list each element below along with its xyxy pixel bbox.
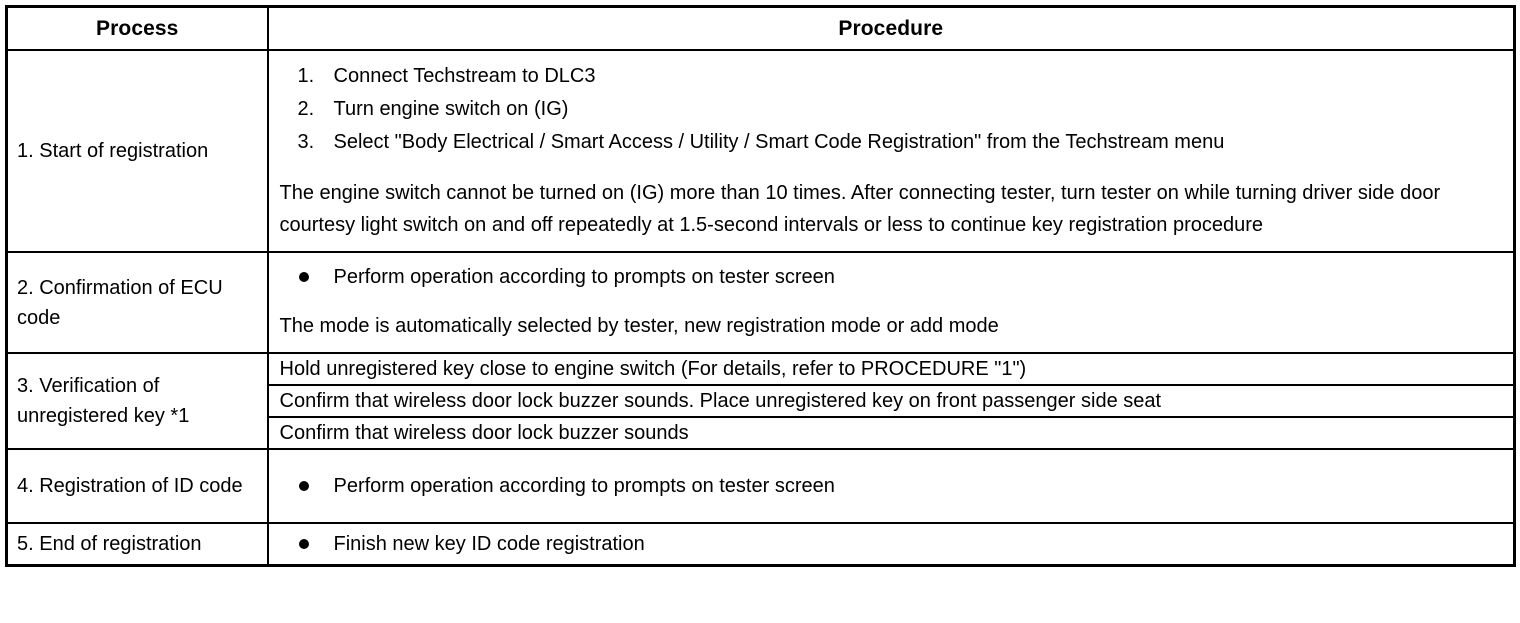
list-item-text: Finish new key ID code registration <box>333 533 645 555</box>
procedure-note: The engine switch cannot be turned on (I… <box>279 182 1441 236</box>
process-cell-4: 4. Registration of ID code <box>5 448 269 524</box>
list-item: Perform operation according to prompts o… <box>280 471 1504 501</box>
table-row: Confirm that wireless door lock buzzer s… <box>268 417 1513 448</box>
bullet-icon <box>298 539 309 549</box>
procedure-cell-4: Perform operation according to prompts o… <box>266 448 1516 524</box>
list-item-text: Turn engine switch on (IG) <box>333 98 569 120</box>
procedure-cell-3: Hold unregistered key close to engine sw… <box>266 352 1516 450</box>
bullet-icon <box>298 272 309 282</box>
table-row: 4. Registration of ID code Perform opera… <box>5 448 1516 524</box>
list-item: Perform operation according to prompts o… <box>280 262 1504 292</box>
numbered-step-list: 1. Connect Techstream to DLC3 2. Turn en… <box>280 60 1504 159</box>
table-row: 3. Verification of unregistered key *1 H… <box>5 352 1516 450</box>
subrow-text: Confirm that wireless door lock buzzer s… <box>268 417 1513 448</box>
list-item-text: Connect Techstream to DLC3 <box>333 65 596 87</box>
process-cell-2: 2. Confirmation of ECU code <box>5 251 269 354</box>
list-item-text: Select "Body Electrical / Smart Access /… <box>333 131 1225 153</box>
document-page: Process Procedure 1. Start of registrati… <box>0 5 1520 623</box>
table-row: 5. End of registration Finish new key ID… <box>5 522 1516 567</box>
table-row: 2. Confirmation of ECU code Perform oper… <box>5 251 1516 354</box>
procedure-cell-5: Finish new key ID code registration <box>266 522 1516 567</box>
procedure-cell-1: 1. Connect Techstream to DLC3 2. Turn en… <box>266 49 1516 253</box>
process-cell-5: 5. End of registration <box>5 522 269 567</box>
key-registration-procedure-table: Process Procedure 1. Start of registrati… <box>5 5 1516 567</box>
bullet-step-list: Perform operation according to prompts o… <box>280 471 1504 501</box>
procedure-cell-2: Perform operation according to prompts o… <box>266 251 1516 354</box>
list-item-number: 3. <box>297 131 315 153</box>
list-item: 1. Connect Techstream to DLC3 <box>280 60 1504 93</box>
bullet-step-list: Perform operation according to prompts o… <box>280 262 1504 292</box>
column-header-procedure: Procedure <box>266 5 1516 51</box>
process-cell-1: 1. Start of registration <box>5 49 269 253</box>
column-header-process: Process <box>5 5 269 51</box>
list-item: Finish new key ID code registration <box>280 529 1504 559</box>
table-header-row: Process Procedure <box>5 5 1516 51</box>
bullet-icon <box>298 481 309 491</box>
table-row: Hold unregistered key close to engine sw… <box>268 354 1513 386</box>
list-item-text: Perform operation according to prompts o… <box>333 266 835 288</box>
list-item: 3. Select "Body Electrical / Smart Acces… <box>280 126 1504 159</box>
list-item-number: 1. <box>297 65 315 87</box>
subrow-text: Hold unregistered key close to engine sw… <box>268 354 1513 386</box>
list-item-text: Perform operation according to prompts o… <box>333 475 835 497</box>
list-item: 2. Turn engine switch on (IG) <box>280 93 1504 126</box>
table-row: Confirm that wireless door lock buzzer s… <box>268 385 1513 418</box>
list-item-number: 2. <box>297 98 315 120</box>
subrow-text: Confirm that wireless door lock buzzer s… <box>268 385 1513 418</box>
bullet-step-list: Finish new key ID code registration <box>280 529 1504 559</box>
procedure-note: The mode is automatically selected by te… <box>279 315 999 337</box>
procedure-subrow-table: Hold unregistered key close to engine sw… <box>268 354 1513 448</box>
table-header: Process Procedure <box>5 5 1516 51</box>
table-row: 1. Start of registration 1. Connect Tech… <box>5 49 1516 253</box>
table-body: 1. Start of registration 1. Connect Tech… <box>5 49 1516 567</box>
process-cell-3: 3. Verification of unregistered key *1 <box>5 352 269 450</box>
